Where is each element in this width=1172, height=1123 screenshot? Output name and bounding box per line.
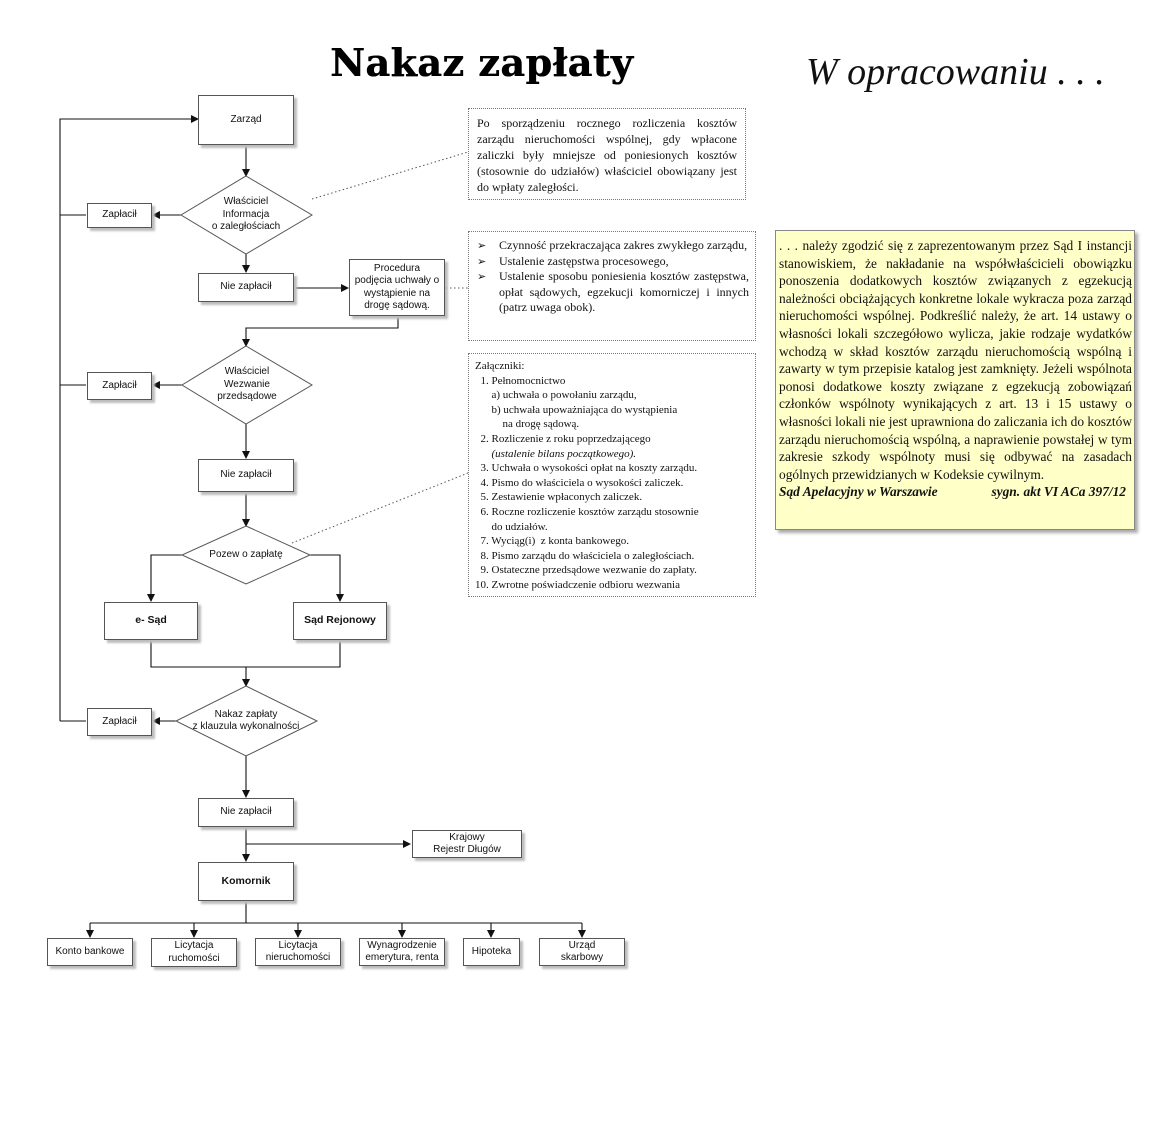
note-leader [291,472,469,544]
decision-order-diamond [174,685,319,757]
paid-box-2: Zapłacił [87,372,152,400]
ruling-court: Sąd Apelacyjny w Warszawie [779,484,938,500]
attachments-item: 5. Zestawienie wpłaconych zaliczek. [475,491,643,504]
attachments-note: Załączniki: 1. Pełnomocnictwo a) uchwała… [468,353,756,597]
target-real-estate-auction: Licytacja nieruchomości [255,938,341,966]
e-court-box: e- Sąd [104,602,198,640]
attachments-item: 2. Rozliczenie z roku poprzedzającego [475,432,651,445]
zarzad-box: Zarząd [198,95,294,145]
attachments-item: 7. Wyciąg(i) z konta bankowego. [475,535,630,548]
court-ruling-quote: . . . należy zgodzić się z zaprezentowan… [775,230,1135,530]
attachments-item: a) uchwała o powołaniu zarządu, [475,389,637,402]
attachments-item: do udziałów. [475,520,548,533]
paid-box-1: Zapłacił [87,203,152,228]
target-salary-pension: Wynagrodzenie emerytura, renta [359,938,445,966]
district-court-box: Sąd Rejonowy [293,602,387,640]
target-tax-office: Urząd skarbowy [539,938,625,966]
actions-list-item: Ustalenie sposobu poniesienia kosztów za… [475,269,749,316]
attachments-item: 6. Roczne rozliczenie kosztów zarządu st… [475,505,699,518]
actions-list-item: Czynność przekraczająca zakres zwykłego … [475,238,749,254]
attachments-item: 1. Pełnomocnictwo [475,374,566,387]
attachments-item: (ustalenie bilans początkowego). [475,447,637,460]
decision-summons-diamond [181,345,313,425]
procedure-box: Procedura podjęcia uchwały o wystąpienie… [349,259,445,316]
connector [150,640,341,668]
connector [147,554,182,602]
debt-registry-box: Krajowy Rejestr Długów [412,830,522,858]
decision-summons-label: Właściciel Wezwanie przedsądowe [217,366,277,403]
not-paid-box-2: Nie zapłacił [198,459,294,492]
target-movables-auction: Licytacja ruchomości [151,938,237,967]
decision-order-label: Nakaz zapłaty z klauzula wykonalności [192,708,300,733]
ruling-signature: sygn. akt VI ACa 397/12 [991,484,1126,500]
target-bank-account: Konto bankowe [47,938,133,966]
not-paid-box-3: Nie zapłacił [198,798,294,827]
annual-settlement-note: Po sporządzeniu rocznego rozliczenia kos… [468,108,746,200]
attachments-item: 10. Zwrotne poświadczenie odbioru wezwan… [475,578,680,591]
attachments-item: 9. Ostateczne przedsądowe wezwanie do za… [475,564,697,577]
attachments-title: Załączniki: [475,360,525,372]
resolution-actions-note: Czynność przekraczająca zakres zwykłego … [468,231,756,341]
ruling-text: . . . należy zgodzić się z zaprezentowan… [779,238,1132,482]
note-leader [311,151,469,200]
page-title: Nakaz zapłaty [330,40,634,85]
ruling-citation: Sąd Apelacyjny w Warszawie sygn. akt VI … [779,483,1132,501]
page-subtitle: W opracowaniu . . . [806,51,1105,93]
not-paid-box-1: Nie zapłacił [198,273,294,302]
connector [310,554,344,602]
attachments-item: b) uchwała upoważniająca do wystąpienia [475,403,678,416]
decision-lawsuit-label: Pozew o zapłatę [209,548,283,560]
attachments-item: na drogę sądową. [475,418,580,431]
loop-back-line [59,115,199,721]
connector [242,316,399,347]
attachments-item: 3. Uchwała o wysokości opłat na koszty z… [475,462,698,475]
decision-info-label: Właściciel Informacja o zaległościach [211,196,281,233]
attachments-item: 4. Pismo do właściciela o wysokości zali… [475,476,684,489]
paid-box-3: Zapłacił [87,708,152,736]
decision-lawsuit-diamond [180,525,312,585]
decision-info-diamond [180,175,313,255]
actions-list-item: Ustalenie zastępstwa procesowego, [475,254,749,270]
bailiff-box: Komornik [198,862,294,901]
attachments-item: 8. Pismo zarządu do właściciela o zaległ… [475,549,695,562]
target-mortgage: Hipoteka [463,938,520,966]
